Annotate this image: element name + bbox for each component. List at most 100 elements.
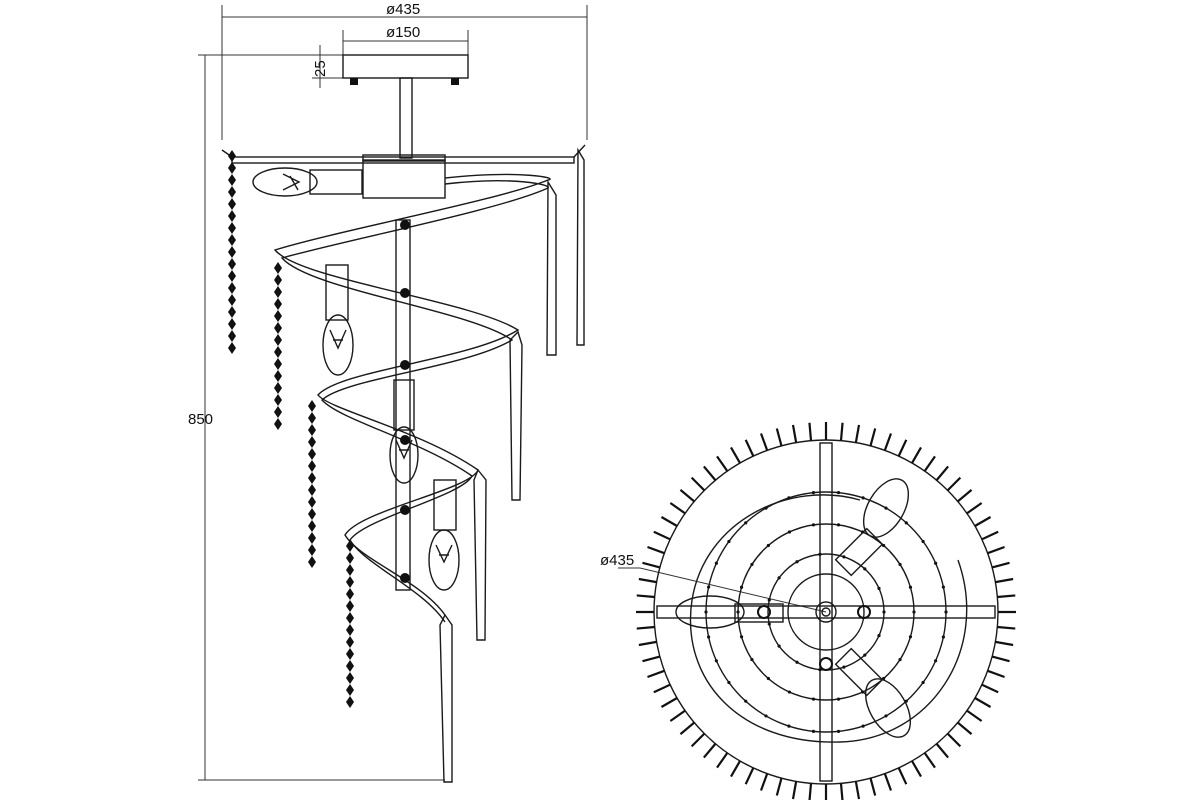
crystal-bead <box>228 186 236 198</box>
crystal-bead <box>346 540 354 552</box>
crystal-tick <box>703 465 717 481</box>
spiral-arc <box>689 494 968 743</box>
crystal-bead <box>308 400 316 412</box>
crystal-tick <box>808 783 813 800</box>
crystal-bead <box>274 382 282 394</box>
bead-dot <box>860 690 865 694</box>
canopy <box>342 54 469 85</box>
crystal-tick <box>638 577 657 584</box>
bead-dot <box>904 699 908 703</box>
inner-beads <box>704 491 948 733</box>
bead-dot <box>736 610 740 614</box>
bead-dot <box>877 586 881 591</box>
crystal-bead <box>308 556 316 568</box>
crystal-bead <box>228 198 236 210</box>
bead-dot <box>777 576 781 580</box>
bead-dot <box>941 635 945 639</box>
bead-dot <box>882 610 886 614</box>
bead-dot <box>750 562 754 567</box>
bead-dot <box>884 714 888 718</box>
bead-dot <box>767 598 771 602</box>
bead-dot <box>811 697 816 701</box>
crystal-tick <box>997 594 1016 599</box>
crystal-bead <box>346 612 354 624</box>
crystal-tick <box>636 594 655 599</box>
bead-dot <box>764 714 768 718</box>
crystal-tick <box>957 489 973 503</box>
cross-arms <box>656 442 996 782</box>
crystal-tick <box>690 732 706 748</box>
crystal-bead <box>228 330 236 342</box>
crystal-tick <box>744 439 755 457</box>
crystal-bead <box>274 334 282 346</box>
crystal-tick <box>995 640 1014 647</box>
bead-dot <box>921 539 925 544</box>
crystal-tick <box>669 502 686 515</box>
crystal-tick <box>808 422 813 441</box>
stem-joints <box>400 220 410 583</box>
crystal-bead <box>346 696 354 708</box>
bead-dot <box>777 644 781 648</box>
crystal-bead <box>228 342 236 354</box>
bead-dot <box>898 657 902 662</box>
crystal-tick <box>897 767 908 785</box>
bead-dot <box>877 633 881 638</box>
crystal-bead <box>274 346 282 358</box>
bead-dot <box>921 680 925 685</box>
crystal-tick <box>669 709 686 722</box>
crystal-bead <box>228 234 236 246</box>
crystal-tick <box>791 424 798 443</box>
bead-dot <box>836 491 841 495</box>
dimension-top-diameter: ø435 <box>600 552 827 613</box>
crystal-tick <box>679 489 695 503</box>
top-lamp-1 <box>834 478 910 577</box>
crystal-tick <box>957 721 973 735</box>
crystal-tick <box>775 428 783 447</box>
bead-dot <box>811 729 816 733</box>
crystal-tick <box>839 422 844 441</box>
crystal-bead <box>308 448 316 460</box>
crystal-bead <box>228 294 236 306</box>
bead-dot <box>836 523 841 527</box>
crystal-bead <box>308 424 316 436</box>
crystal-bead <box>228 282 236 294</box>
bead-dot <box>787 530 792 534</box>
crystal-bead <box>346 624 354 636</box>
crystal-bead <box>274 406 282 418</box>
lamp-4 <box>428 479 460 591</box>
crystal-bead <box>228 222 236 234</box>
bead-dot <box>882 676 886 681</box>
crystal-tick <box>730 446 741 464</box>
crystal-tick <box>638 640 657 647</box>
canopy-diameter-label: ø150 <box>386 24 420 41</box>
top-view: ø435 <box>600 422 1016 800</box>
overall-diameter-label: ø435 <box>386 1 420 18</box>
crystal-tick <box>923 455 936 472</box>
bead-dot <box>766 543 770 548</box>
crystal-tick <box>647 545 665 555</box>
bead-dot <box>861 724 865 728</box>
crystal-bead <box>346 588 354 600</box>
crystal-tick <box>997 625 1016 630</box>
crystal-tick <box>974 697 992 708</box>
bead-dot <box>739 635 744 639</box>
bead-dot <box>795 560 799 564</box>
crystal-tick <box>946 732 962 748</box>
overall-height-label: 850 <box>188 411 213 428</box>
crystal-bead <box>308 412 316 424</box>
bead-dot <box>704 610 708 614</box>
crystal-bead <box>346 684 354 696</box>
bead-dot <box>908 635 913 639</box>
crystal-tick <box>981 530 999 541</box>
crystal-bead <box>346 660 354 672</box>
top-diameter-label: ø435 <box>600 552 634 569</box>
bead-dot <box>744 699 748 703</box>
bead-dot <box>836 697 841 701</box>
bead-dot <box>707 635 711 639</box>
crystal-tick <box>854 424 861 443</box>
crystal-tick <box>991 655 1010 663</box>
crystal-bead <box>346 648 354 660</box>
crystal-bead <box>346 552 354 564</box>
bead-dot <box>811 491 816 495</box>
bead-dot <box>744 521 748 525</box>
